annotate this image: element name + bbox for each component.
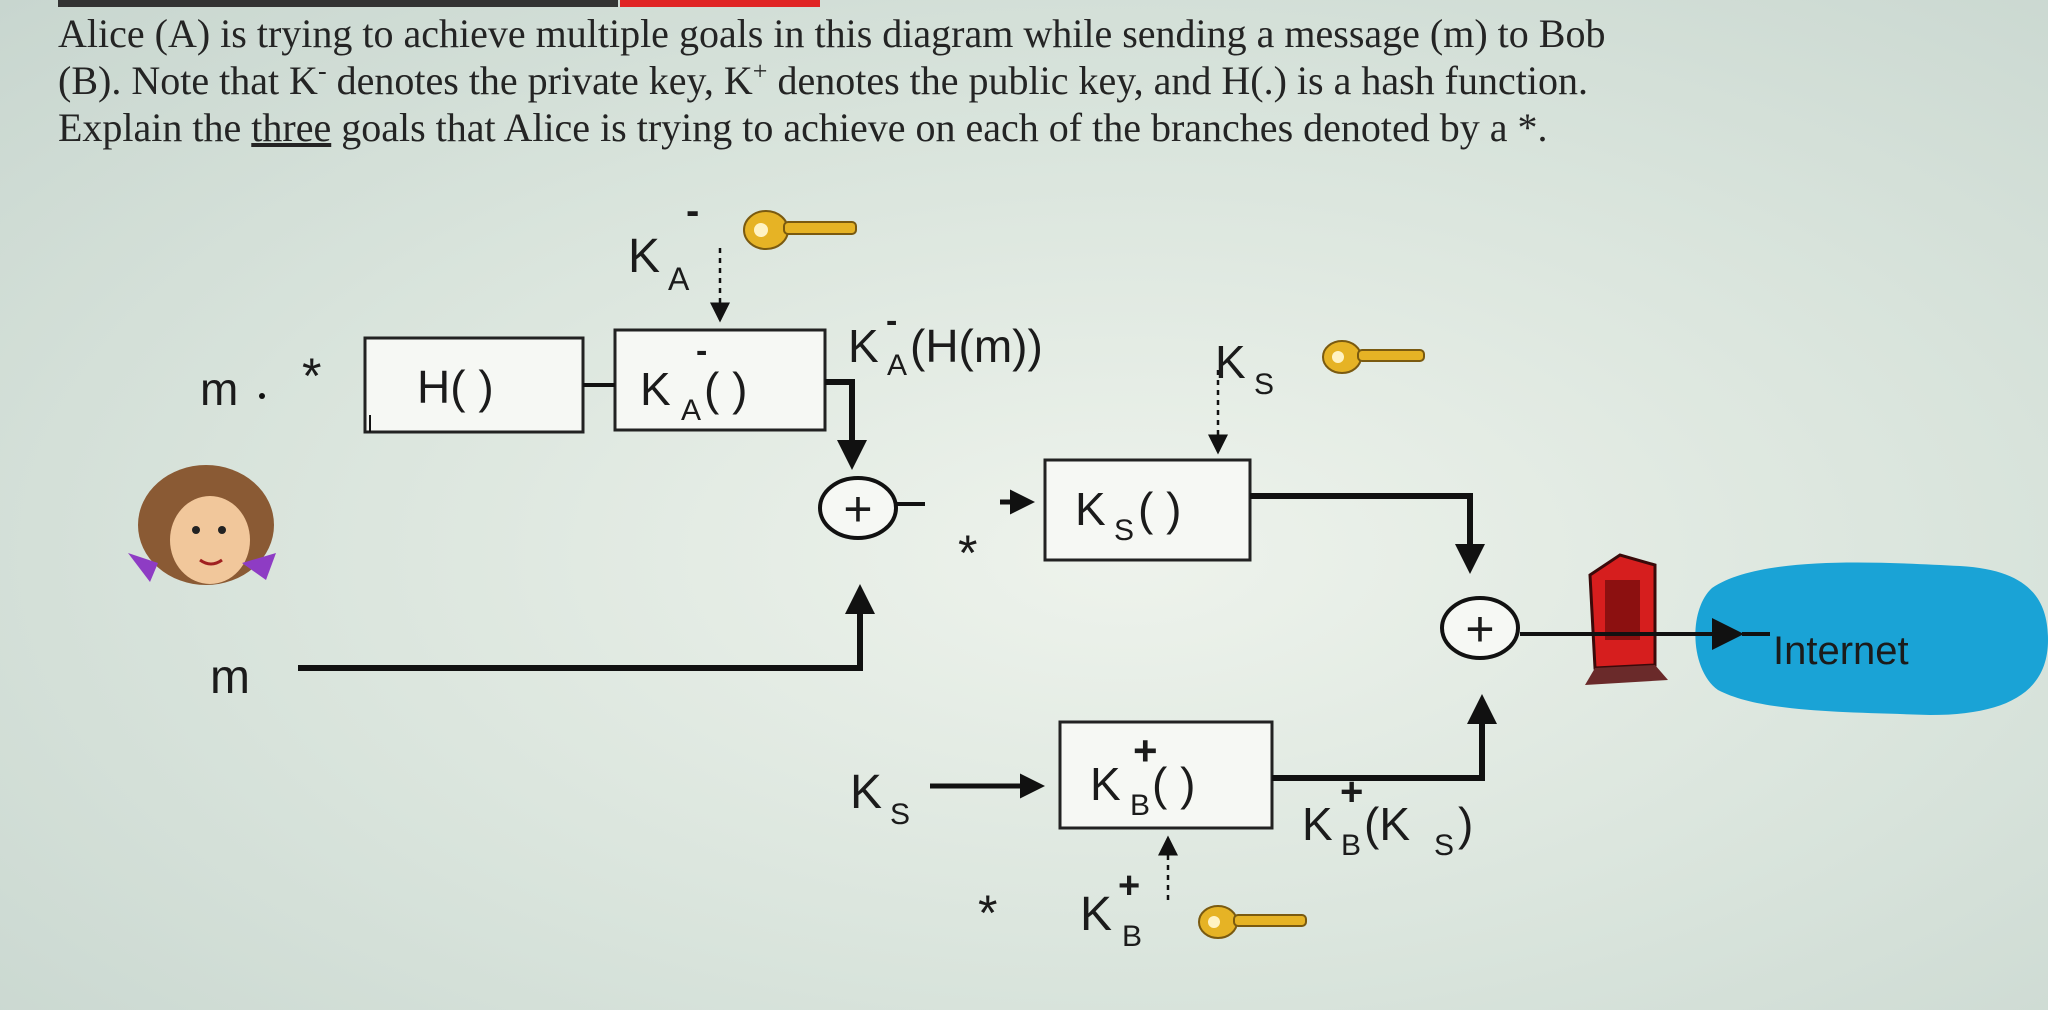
svg-text:S: S <box>1434 829 1454 862</box>
sym-to-final-concat-arrow <box>1250 493 1485 574</box>
signed-hash-label: - K A (H(m)) <box>848 302 1043 382</box>
star-marker-1: * <box>302 348 321 404</box>
question-line-1: Alice (A) is trying to achieve multiple … <box>58 11 1606 56</box>
svg-text:B: B <box>1130 789 1150 822</box>
pub-box-label: + K B ( ) <box>1090 727 1195 822</box>
sign-box-label: - K A ( ) <box>640 332 747 427</box>
svg-text:-: - <box>686 189 699 233</box>
key-icon-ka <box>743 210 857 250</box>
hash-function-box <box>363 336 585 434</box>
m-to-concat-arrow <box>298 584 875 671</box>
m-bottom-label: m <box>210 651 250 704</box>
m-top-dot <box>259 393 265 399</box>
svg-text:-: - <box>886 302 897 340</box>
svg-text:K: K <box>850 766 882 819</box>
key-icon-ks <box>1322 340 1425 374</box>
key-icon-kb <box>1198 905 1307 939</box>
top-dark-rule <box>58 0 618 7</box>
question-line-3: Explain the three goals that Alice is tr… <box>58 105 1548 150</box>
public-key-encrypt-box <box>1058 720 1274 830</box>
svg-text:S: S <box>1254 368 1274 401</box>
svg-text:B: B <box>1341 829 1361 862</box>
svg-text:A: A <box>887 349 907 382</box>
svg-text:+: + <box>1133 727 1158 774</box>
alice-avatar <box>128 465 276 585</box>
svg-text:( ): ( ) <box>1152 758 1195 810</box>
svg-text:K: K <box>1075 483 1106 535</box>
svg-text:K: K <box>1302 798 1333 850</box>
top-red-rule <box>620 0 820 7</box>
symmetric-encrypt-box <box>1043 458 1252 562</box>
svg-text:K: K <box>628 230 660 283</box>
internet-cloud <box>1695 562 2048 715</box>
svg-text:( ): ( ) <box>704 363 747 415</box>
svg-text:-: - <box>696 332 707 370</box>
ks-key-label: K S <box>1215 336 1274 401</box>
svg-text:S: S <box>890 798 910 831</box>
m-top-label: m <box>200 363 238 415</box>
svg-text:(K: (K <box>1364 798 1410 850</box>
internet-label: Internet <box>1773 629 1909 673</box>
ka-key-label: - K A <box>628 189 699 297</box>
svg-text:K: K <box>848 320 879 372</box>
svg-text:+: + <box>1118 865 1140 907</box>
question-text: Alice (A) is trying to achieve multiple … <box>58 10 1988 151</box>
encrypted-key-label: + K B (K S ) <box>1302 770 1473 862</box>
hash-box-label: H( ) <box>417 361 494 413</box>
svg-text:(H(m)): (H(m)) <box>910 320 1043 372</box>
concat-circle-1 <box>818 476 898 540</box>
kb-key-label: + K B <box>1080 865 1142 953</box>
pub-to-final-concat-arrow <box>1272 694 1497 781</box>
svg-text:S: S <box>1114 514 1134 547</box>
svg-text:K: K <box>1080 888 1112 941</box>
question-line-2: (B). Note that K- denotes the private ke… <box>58 56 1588 103</box>
star-marker-2: * <box>958 525 977 581</box>
concat-circle-2 <box>1440 596 1520 660</box>
concat-symbol-1: + <box>843 481 872 537</box>
private-key-sign-box <box>613 328 827 432</box>
ks-input-label: K S <box>850 766 910 831</box>
svg-text:A: A <box>668 261 690 297</box>
svg-text:( ): ( ) <box>1138 483 1181 535</box>
svg-text:B: B <box>1122 920 1142 953</box>
svg-text:K: K <box>1090 758 1121 810</box>
svg-text:+: + <box>1340 770 1363 814</box>
sign-to-concat-arrow <box>825 379 867 470</box>
concat-symbol-2: + <box>1465 601 1494 657</box>
mailbox-icon <box>1585 553 1668 685</box>
svg-text:K: K <box>640 363 671 415</box>
sym-box-label: K S ( ) <box>1075 483 1181 547</box>
underlined-three: three <box>251 105 332 150</box>
svg-text:): ) <box>1458 798 1473 850</box>
svg-text:A: A <box>681 394 701 427</box>
star-marker-3: * <box>978 885 997 941</box>
svg-text:K: K <box>1215 336 1246 388</box>
